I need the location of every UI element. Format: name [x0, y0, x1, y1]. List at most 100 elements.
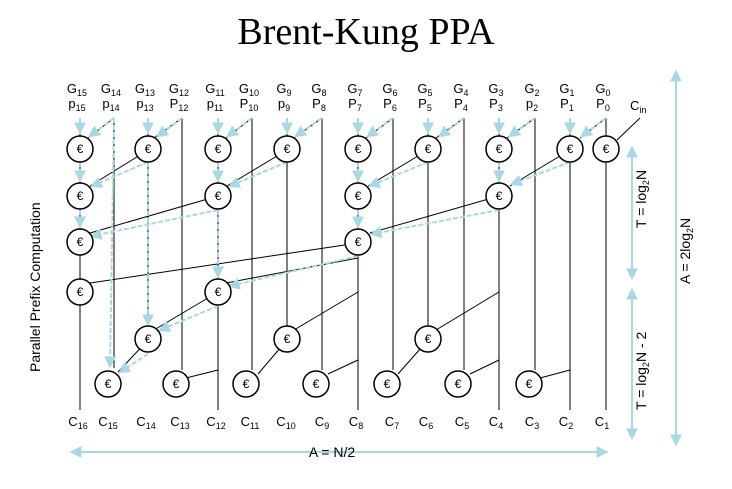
- input-label-p: p13: [136, 96, 153, 113]
- prefix-node: [414, 325, 442, 353]
- input-label-p: p14: [102, 96, 119, 113]
- flow-arrow: [227, 161, 288, 188]
- node-symbol: €: [284, 332, 291, 346]
- prefix-node: [344, 228, 372, 256]
- node-symbol: €: [526, 377, 533, 391]
- prefix-node: [344, 135, 372, 163]
- wire: [435, 291, 500, 331]
- input-label-p: P12: [170, 96, 189, 113]
- right-total-label: A = 2log2N: [677, 218, 695, 284]
- flow-arrow: [508, 117, 536, 138]
- flow-arrow: [367, 161, 429, 188]
- flow-arrow: [156, 117, 183, 138]
- input-label-p: P7: [348, 96, 362, 113]
- flow-arrow: [294, 117, 323, 138]
- input-label-p: P0: [596, 96, 610, 113]
- node-symbol: €: [77, 235, 84, 249]
- prefix-node: [273, 325, 301, 353]
- wire: [369, 195, 500, 234]
- prefix-node: [204, 182, 232, 210]
- flow-arrow: [88, 117, 115, 138]
- prefix-node: [204, 278, 232, 306]
- output-label: C4: [489, 414, 503, 431]
- cin-label: Cin: [630, 98, 646, 115]
- output-label: C5: [455, 414, 469, 431]
- prefix-node: [485, 135, 513, 163]
- prefix-node: [204, 135, 232, 163]
- prefix-node: [66, 278, 94, 306]
- wire: [539, 369, 571, 379]
- output-label: C12: [206, 414, 225, 431]
- flow-arrow: [369, 209, 500, 239]
- input-label-p: p2: [526, 96, 538, 113]
- input-label-p: P5: [418, 96, 432, 113]
- output-label: C6: [419, 414, 433, 431]
- node-symbol: €: [355, 142, 362, 156]
- page-title: Brent-Kung PPA: [237, 11, 495, 53]
- flow-arrow: [89, 161, 149, 188]
- output-label: C3: [525, 414, 539, 431]
- output-label: C8: [349, 414, 363, 431]
- wire: [327, 359, 359, 375]
- node-symbol: €: [145, 142, 152, 156]
- input-label-p: p11: [207, 96, 224, 113]
- flow-arrow: [438, 117, 465, 138]
- prefix-node: [592, 135, 620, 163]
- node-symbol: €: [77, 142, 84, 156]
- input-label-p: P8: [312, 96, 326, 113]
- prefix-node: [66, 135, 94, 163]
- output-label: C11: [241, 414, 260, 431]
- prefix-node: [66, 228, 94, 256]
- node-symbol: €: [567, 142, 574, 156]
- node-symbol: €: [425, 332, 432, 346]
- prefix-node: [373, 370, 401, 398]
- prefix-node: [444, 370, 472, 398]
- node-symbol: €: [496, 142, 503, 156]
- output-label: C9: [315, 414, 329, 431]
- input-label-p: P4: [454, 96, 468, 113]
- output-label: C10: [276, 414, 295, 431]
- wire: [616, 117, 641, 141]
- node-symbol: €: [455, 377, 462, 391]
- output-label: C2: [559, 414, 573, 431]
- node-symbol: €: [313, 377, 320, 391]
- prefix-node: [515, 370, 543, 398]
- prefix-node: [344, 182, 372, 210]
- prefix-node: [94, 370, 122, 398]
- node-symbol: €: [77, 285, 84, 299]
- output-label: C13: [170, 414, 189, 431]
- wire: [89, 195, 219, 234]
- flow-arrow: [104, 117, 117, 369]
- node-symbol: €: [284, 142, 291, 156]
- node-symbol: €: [603, 142, 610, 156]
- flow-arrow: [366, 117, 394, 138]
- prefix-node: [485, 182, 513, 210]
- input-label-p: P6: [383, 96, 397, 113]
- node-symbol: €: [173, 377, 180, 391]
- node-symbol: €: [215, 285, 222, 299]
- prefix-node: [414, 135, 442, 163]
- flow-arrow: [580, 117, 607, 138]
- output-label: C1: [595, 414, 609, 431]
- right-bottom-label: T = log2N - 2: [633, 331, 651, 410]
- prefix-node: [134, 135, 162, 163]
- node-symbol: €: [355, 189, 362, 203]
- prefix-node: [134, 325, 162, 353]
- flow-arrow: [227, 255, 359, 290]
- input-label-p: P3: [489, 96, 503, 113]
- prefix-node: [232, 370, 260, 398]
- prefix-node: [302, 370, 330, 398]
- node-symbol: €: [215, 142, 222, 156]
- node-symbol: €: [496, 189, 503, 203]
- node-symbol: €: [355, 235, 362, 249]
- node-symbol: €: [145, 332, 152, 346]
- flow-arrow: [117, 353, 149, 374]
- output-label: C14: [136, 414, 155, 431]
- bottom-span-label: A = N/2: [309, 444, 356, 460]
- output-label: C15: [98, 414, 117, 431]
- wire: [293, 291, 359, 331]
- wire: [469, 359, 500, 375]
- input-label-p: p15: [68, 96, 85, 113]
- flow-arrow: [226, 117, 253, 138]
